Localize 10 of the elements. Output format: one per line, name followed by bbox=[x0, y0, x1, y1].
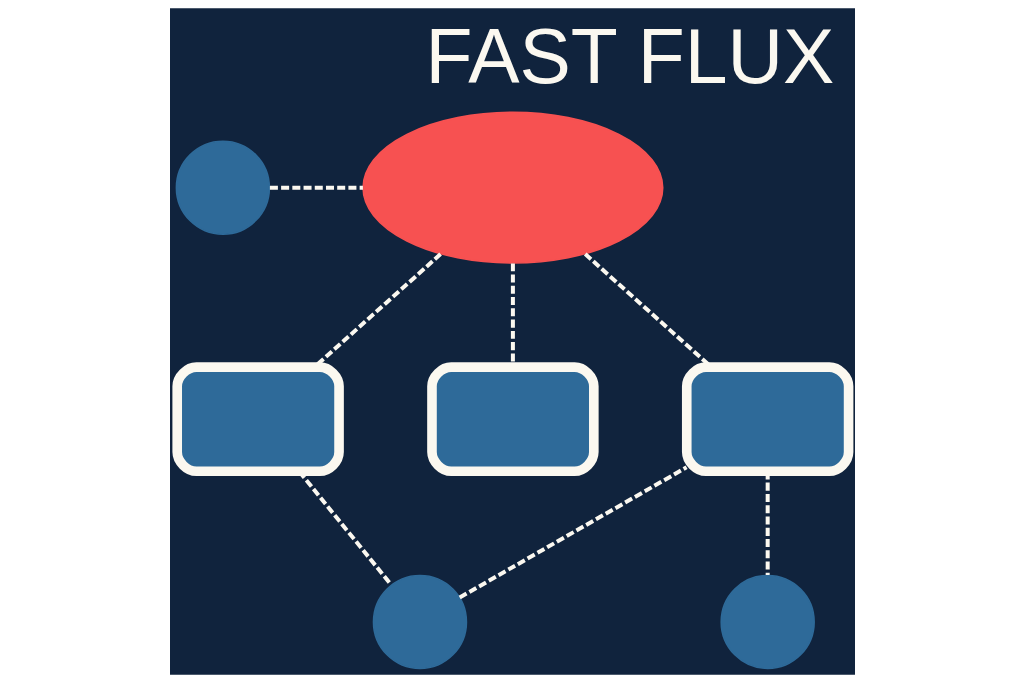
node-circle bbox=[175, 140, 270, 235]
connector bbox=[269, 185, 363, 190]
connector bbox=[458, 465, 688, 600]
node-box bbox=[426, 362, 599, 477]
node-circle bbox=[719, 574, 815, 670]
node-circle bbox=[372, 574, 467, 670]
node-cloud bbox=[361, 111, 663, 264]
diagram-title: FAST FLUX bbox=[424, 12, 834, 99]
node-box bbox=[171, 362, 344, 477]
node-box bbox=[681, 362, 853, 477]
